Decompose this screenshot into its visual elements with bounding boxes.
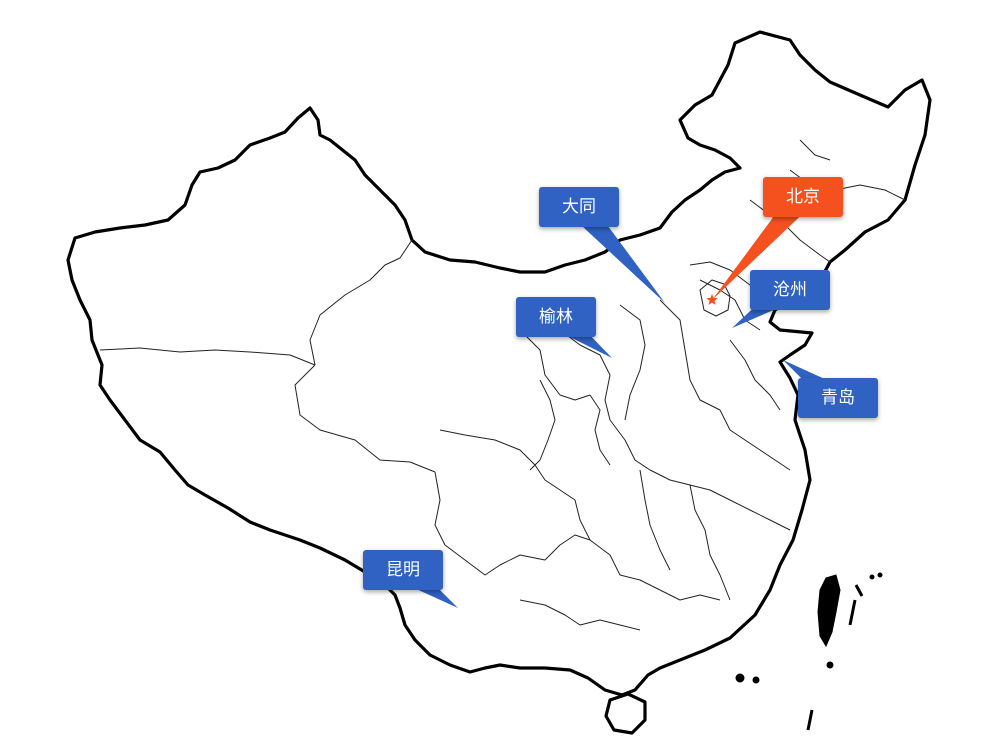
callout-yulin[interactable]: 榆林 — [516, 297, 596, 337]
callout-kunming[interactable]: 昆明 — [363, 550, 443, 590]
country-outline — [66, 30, 932, 697]
hainan-island — [604, 692, 647, 735]
taiwan-island — [817, 574, 841, 648]
callout-beijing[interactable]: 北京 — [763, 177, 843, 217]
capital-star[interactable] — [706, 294, 718, 305]
south-china-sea-islands — [735, 572, 883, 731]
callout-datong[interactable]: 大同 — [539, 187, 619, 227]
callout-pointers — [396, 189, 845, 608]
star-icon[interactable] — [706, 294, 718, 305]
province-borders — [99, 139, 906, 631]
callout-qingdao[interactable]: 青岛 — [798, 378, 878, 418]
callout-cangzhou[interactable]: 沧州 — [750, 270, 830, 310]
beijing-boundary — [699, 279, 731, 317]
